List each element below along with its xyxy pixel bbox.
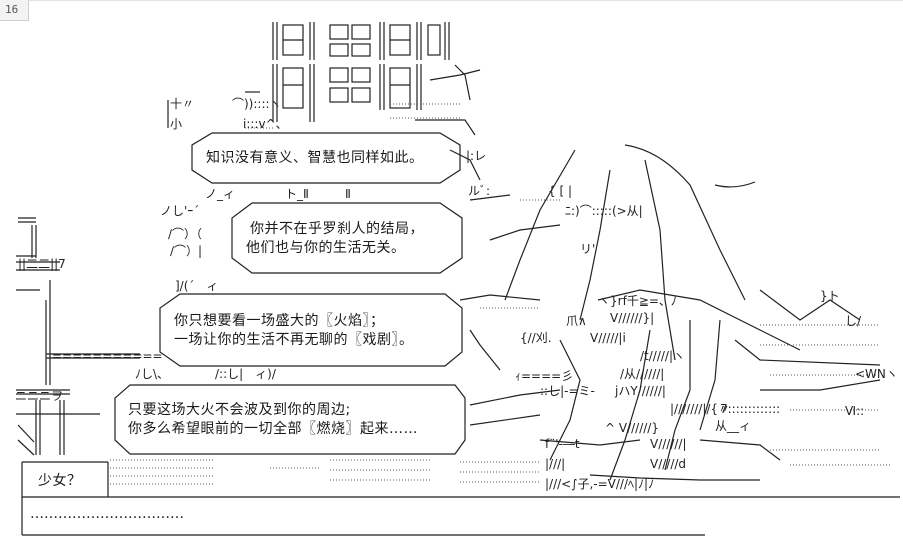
svg-text:f¨'-―t: f¨'-―t <box>545 437 580 451</box>
page-number: 16 <box>0 0 29 21</box>
svg-text:ト_Ⅱ: ト_Ⅱ <box>285 187 309 201</box>
svg-text:|///<∫子,-=V///ﾍ|ﾉ|ﾉ: |///<∫子,-=V///ﾍ|ﾉ|ﾉ <box>545 477 654 491</box>
svg-text:i:::v^、: i:::v^、 <box>243 117 288 131</box>
svg-text:ルﾞ:: ルﾞ: <box>468 184 490 198</box>
svg-text:}ト: }ト <box>820 289 840 303</box>
svg-text:/从//////|: /从//////| <box>620 367 664 381</box>
top-border <box>29 0 903 1</box>
svg-text:===========: =========== <box>52 349 163 363</box>
bubble-2-line2: 他们也与你的生活无关。 <box>246 240 406 256</box>
svg-text:|///|: |///| <box>545 457 565 471</box>
glyph-scatter: 十〃小 ⌒))::::ヽi:::v^、 ノ_ィ ト_Ⅱ Ⅱ ノし'ｰ´∕⌒）（∕⌒）… <box>15 97 898 491</box>
svg-text:∕⌒）|: ∕⌒）| <box>170 244 202 258</box>
bubble-4-line1: 只要这场大火不会波及到你的周边; <box>128 402 351 418</box>
svg-text:リ': リ' <box>580 242 595 256</box>
svg-text:∕⌒）（: ∕⌒）（ <box>168 227 202 241</box>
svg-text:^ V//////}: ^ V//////} <box>605 421 659 435</box>
svg-text:V//////|: V//////| <box>650 437 687 451</box>
bubble-2-line1: 你并不在乎罗刹人的结局， <box>250 221 424 237</box>
bubble-4-line2: 你多么希望眼前的一切全部〖燃烧〗起来…… <box>128 421 418 437</box>
svg-text:V/////d: V/////d <box>650 457 686 471</box>
svg-text:]/(´ ィ: ]/(´ ィ <box>175 279 218 293</box>
svg-text:jハY//////|: jハY//////| <box>614 384 666 398</box>
svg-text:/t/////|ヽ: /t/////|ヽ <box>640 349 685 363</box>
speech-bubbles <box>114 132 466 455</box>
figure-outline <box>415 64 881 481</box>
svg-text:{ [ |: { [ | <box>548 184 572 198</box>
bubble-3 <box>159 293 463 367</box>
dialogue-text: …………………………… <box>30 506 184 522</box>
svg-text:Ⅵ::: Ⅵ:: <box>845 404 864 418</box>
svg-text:Ⅴ/////|i: Ⅴ/////|i <box>590 331 626 345</box>
svg-text:|:レ: |:レ <box>466 149 486 163</box>
svg-text:||二二||7: ||二二||7 <box>18 257 66 271</box>
svg-text:ニニニヲ: ニニニヲ <box>15 389 63 403</box>
bubble-3-line1: 你只想要看一场盛大的〖火焰〗； <box>174 313 385 329</box>
svg-text:|///////|/{〃: |///////|/{〃 <box>670 402 730 416</box>
svg-text:十〃: 十〃 <box>170 97 194 111</box>
dotted-texture <box>110 103 890 485</box>
bubble-3-line2: 一场让你的生活不再无聊的〖戏剧〗。 <box>174 332 414 348</box>
dialogue-box-frame <box>21 461 900 536</box>
svg-text:ﾉし\、: ﾉし\、 <box>135 367 169 381</box>
dialogue-speaker: 少女？ <box>38 473 82 489</box>
svg-text:<WNヽ: <WNヽ <box>855 367 898 381</box>
svg-text:从__ィ: 从__ィ <box>715 419 751 433</box>
svg-text:::し|-=ミ-: ::し|-=ミ- <box>540 384 595 398</box>
svg-text:⌒))::::ヽ: ⌒))::::ヽ <box>232 97 282 111</box>
svg-text:/::し| ィ)/: /::し| ィ)/ <box>215 367 277 381</box>
bubble-2 <box>231 202 463 274</box>
svg-text:ノし'ｰ´: ノし'ｰ´ <box>160 204 199 218</box>
left-structure <box>16 100 169 456</box>
svg-text:ノ_ィ: ノ_ィ <box>205 187 235 201</box>
svg-text:ﾆ:)⌒:::::(>从|: ﾆ:)⌒:::::(>从| <box>565 204 643 218</box>
svg-text:ｨ====彡: ｨ====彡 <box>515 369 573 383</box>
svg-text:し/: し/ <box>845 314 862 328</box>
building-facade <box>245 22 450 122</box>
bubble-1 <box>191 132 461 184</box>
svg-text:小: 小 <box>170 117 182 131</box>
svg-text:ヽ}rf千≧=、ﾉ: ヽ}rf千≧=、ﾉ <box>598 294 677 308</box>
bubble-1-text: 知识没有意义、智慧也同样如此。 <box>206 150 424 166</box>
svg-text:Ⅴ//////}|: Ⅴ//////}| <box>610 311 654 325</box>
svg-text:7:::::::::::::: 7::::::::::::: <box>720 402 780 416</box>
svg-text:爪∧: 爪∧ <box>566 314 587 328</box>
bubble-4 <box>114 384 466 455</box>
svg-text:Ⅱ: Ⅱ <box>345 187 351 201</box>
svg-text:{//刈.: {//刈. <box>520 331 552 345</box>
